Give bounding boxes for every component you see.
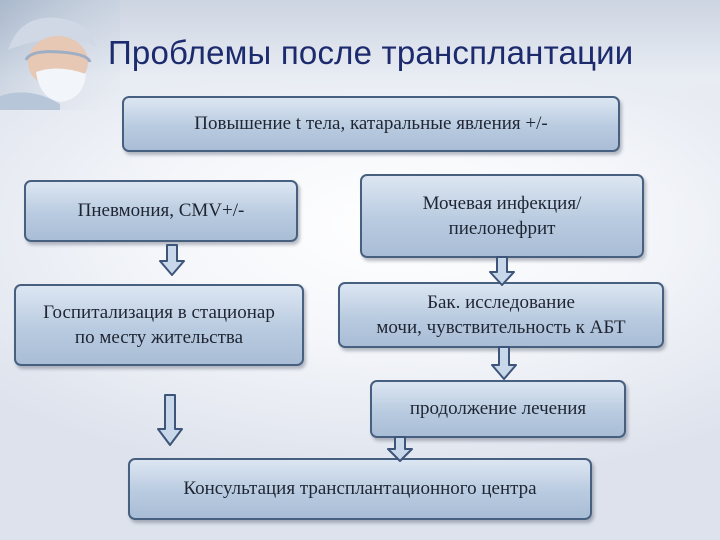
arrow-down-icon [491, 346, 517, 380]
bacteriology-text-line2: мочи, чувствительность к АБТ [376, 317, 626, 338]
surgeon-photo-icon [0, 0, 120, 110]
arrow-down-icon [489, 256, 515, 286]
slide-title: Проблемы после трансплантации [108, 34, 634, 71]
fever-box: Повышение t тела, катаральные явления +/… [122, 96, 620, 152]
arrow-down-icon [159, 244, 185, 276]
consultation-box: Консультация трансплантационного центра [128, 458, 592, 520]
hospitalization-text-line2: по месту жительства [74, 327, 244, 348]
uti-text-line1: Мочевая инфекция/ [422, 192, 582, 214]
arrow-down-icon [157, 394, 183, 446]
consultation-text: Консультация трансплантационного центра [183, 478, 537, 500]
uti-text-line2: пиелонефрит [448, 218, 556, 239]
continue-treatment-text: продолжение лечения [409, 398, 587, 420]
pneumonia-box: Пневмония, CMV+/- [24, 180, 298, 242]
pneumonia-text: Пневмония, CMV+/- [77, 200, 245, 222]
hospitalization-box: Госпитализация в стационар по месту жите… [14, 284, 304, 366]
bacteriology-box: Бак. исследование мочи, чувствительность… [338, 282, 664, 348]
continue-treatment-box: продолжение лечения [370, 380, 626, 438]
hospitalization-text-line1: Госпитализация в стационар [43, 301, 275, 323]
fever-text: Повышение t тела, катаральные явления +/… [194, 113, 548, 135]
arrow-down-icon [387, 436, 413, 462]
bacteriology-text-line1: Бак. исследование [427, 291, 575, 313]
slide-header-band [0, 0, 720, 110]
uti-box: Мочевая инфекция/ пиелонефрит [360, 174, 644, 258]
